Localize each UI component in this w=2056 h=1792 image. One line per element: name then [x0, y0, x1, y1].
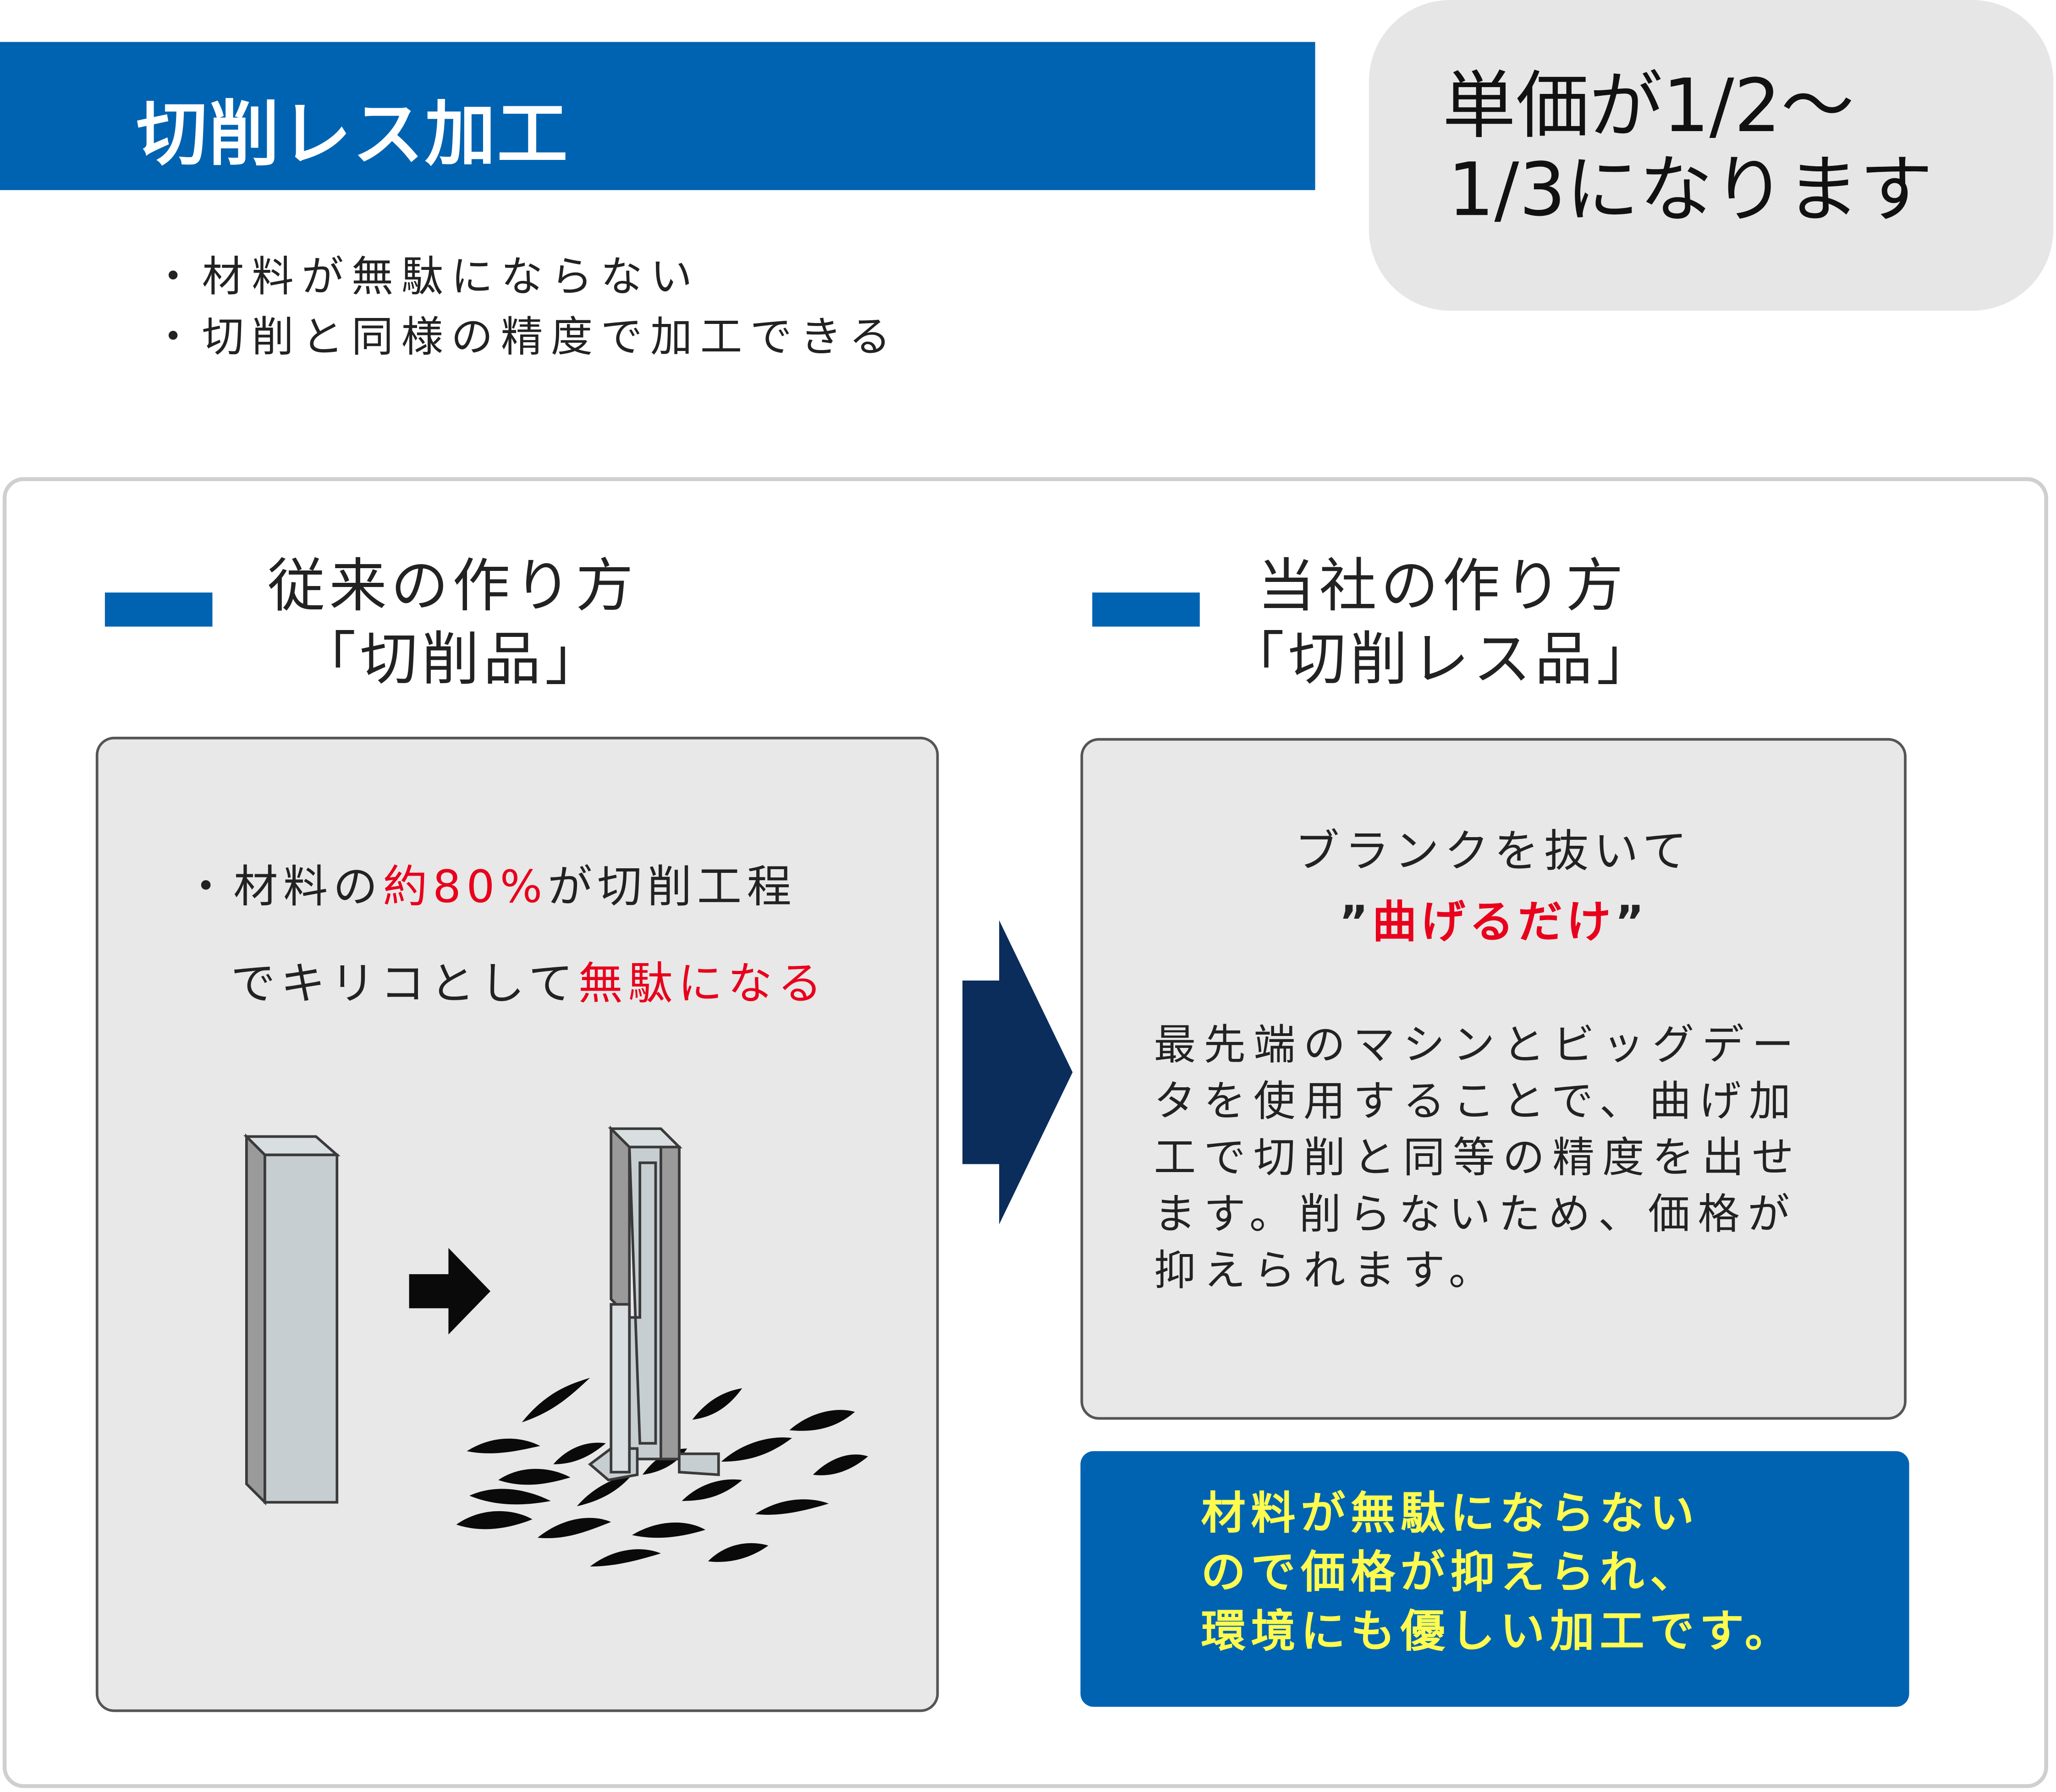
page-title: 切削レス加工 [136, 93, 569, 176]
conventional-line-1: ・材料の約80%が切削工程 [184, 839, 828, 936]
chips-icon [456, 1377, 868, 1567]
conventional-heading-line2: 「切削品」 [298, 626, 607, 694]
conventional-heading-line1: 従来の作り方 [267, 553, 638, 620]
summary-text: 材料が無駄にならない ので価格が抑えられ、 環境にも優しい加工です。 [1201, 1485, 1795, 1662]
text-segment: でキリコとして [231, 958, 578, 1011]
conventional-line-2: でキリコとして無駄になる [184, 936, 828, 1033]
summary-box [1080, 1451, 1909, 1707]
arrow-right-icon [409, 1248, 491, 1335]
description-line: 工で切削と同等の精度を出せ [1154, 1132, 1802, 1183]
text-segment: ・材料の [183, 861, 383, 914]
summary-line: 材料が無駄にならない [1201, 1488, 1699, 1540]
price-line-2: 1/3になります [1447, 148, 1933, 234]
our-method-panel [1080, 738, 1907, 1420]
description-line: 最先端のマシンとビッグデー [1154, 1019, 1802, 1070]
section-marker [1092, 592, 1200, 627]
description-line: タを使用することで、曲げ加 [1154, 1076, 1799, 1126]
title-banner [0, 42, 1315, 190]
blank-punching-text: ブランクを抜いて [1295, 826, 1693, 878]
quote-close: ” [1615, 896, 1648, 949]
price-badge [1369, 0, 2054, 311]
our-method-heading-line2: 「切削レス品」 [1226, 626, 1658, 694]
highlight-percentage: 約80% [383, 861, 548, 914]
quote-open: ” [1339, 896, 1373, 949]
description-line: 抑えられます。 [1154, 1245, 1499, 1295]
conventional-description: ・材料の約80%が切削工程 でキリコとして無駄になる [184, 839, 828, 1033]
comparison-frame [2, 477, 2048, 1788]
highlight-waste: 無駄になる [578, 958, 828, 1011]
summary-line: ので価格が抑えられ、 [1201, 1546, 1700, 1600]
benefit-item: ・切削と同様の精度で加工できる [152, 312, 899, 362]
benefit-list: ・材料が無駄にならない ・切削と同様の精度で加工できる [152, 247, 899, 367]
price-badge-text: 単価が1/2～ 1/3になります [1442, 64, 2019, 234]
section-marker [104, 592, 213, 627]
highlight-bend: 曲げるだけ [1372, 896, 1615, 949]
benefit-item: ・材料が無駄にならない [152, 252, 700, 302]
machined-part-illustration [456, 1125, 868, 1567]
text-segment: が切削工程 [547, 861, 797, 914]
our-method-heading: 当社の作り方 「切削レス品」 [1206, 551, 1678, 697]
conventional-heading: 従来の作り方 「切削品」 [223, 551, 682, 697]
conventional-panel [95, 736, 939, 1712]
summary-line: 環境にも優しい加工です。 [1201, 1606, 1795, 1659]
our-method-description: 最先端のマシンとビッグデー タを使用することで、曲げ加 工で切削と同等の精度を出… [1154, 1017, 1862, 1299]
bend-only-text: ”曲げるだけ” [1083, 886, 1904, 950]
process-arrow-icon [962, 920, 1073, 1225]
description-line: ます。削らないため、価格が [1154, 1189, 1798, 1239]
raw-stock-illustration [243, 1133, 341, 1506]
our-method-heading-line1: 当社の作り方 [1257, 553, 1627, 620]
price-line-1: 単価が1/2～ [1442, 64, 1854, 150]
